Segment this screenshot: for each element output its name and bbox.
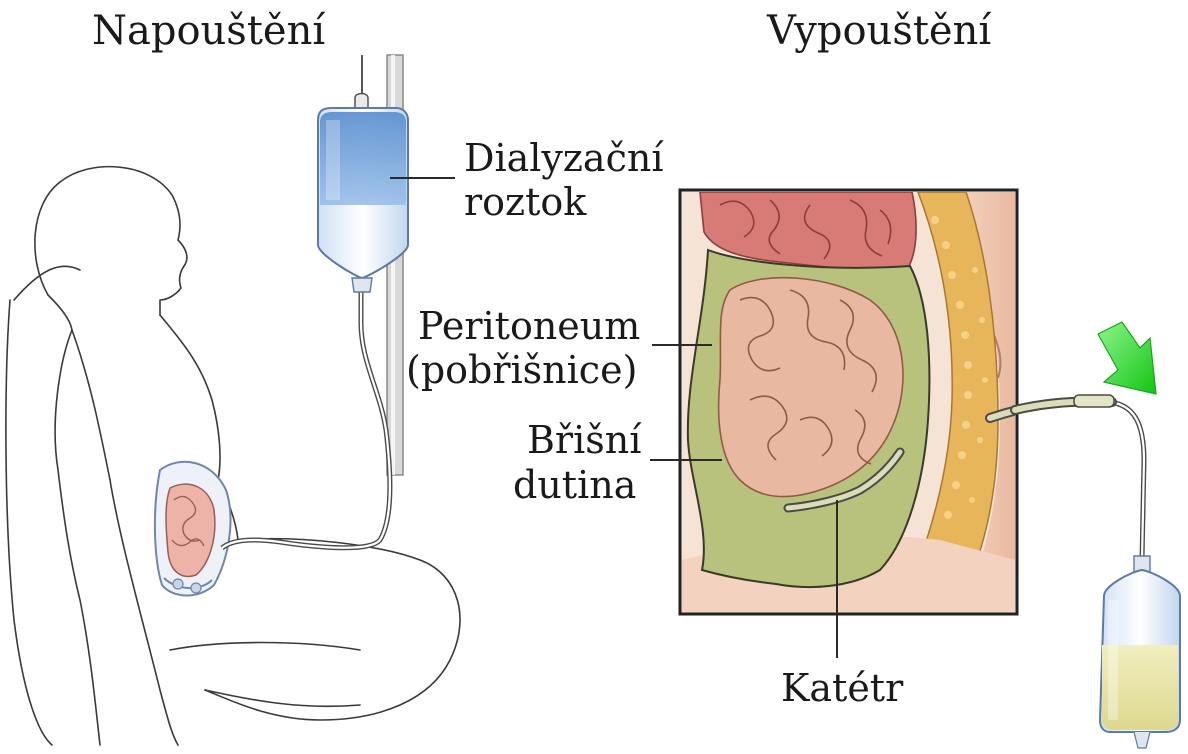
outflow-title: Vypouštění xyxy=(767,11,991,51)
outflow-arrow xyxy=(1098,322,1156,394)
peritoneum-label-line2: (pobřišnice) xyxy=(406,350,637,390)
drain-bag xyxy=(1100,556,1180,748)
inflow-tube xyxy=(222,262,390,548)
catheter-label: Katétr xyxy=(781,668,903,708)
abdominal-cavity-label-line2: dutina xyxy=(513,465,636,505)
abdomen-inset xyxy=(155,462,231,596)
inflow-title: Napouštění xyxy=(92,11,325,51)
dialysis-solution-label-line1: Dialyzační xyxy=(464,138,663,178)
abdominal-cavity-label-line1: Břišní xyxy=(527,420,641,460)
peritoneum-label-line1: Peritoneum xyxy=(418,306,640,346)
dialysis-solution-label-line2: roztok xyxy=(464,182,586,222)
